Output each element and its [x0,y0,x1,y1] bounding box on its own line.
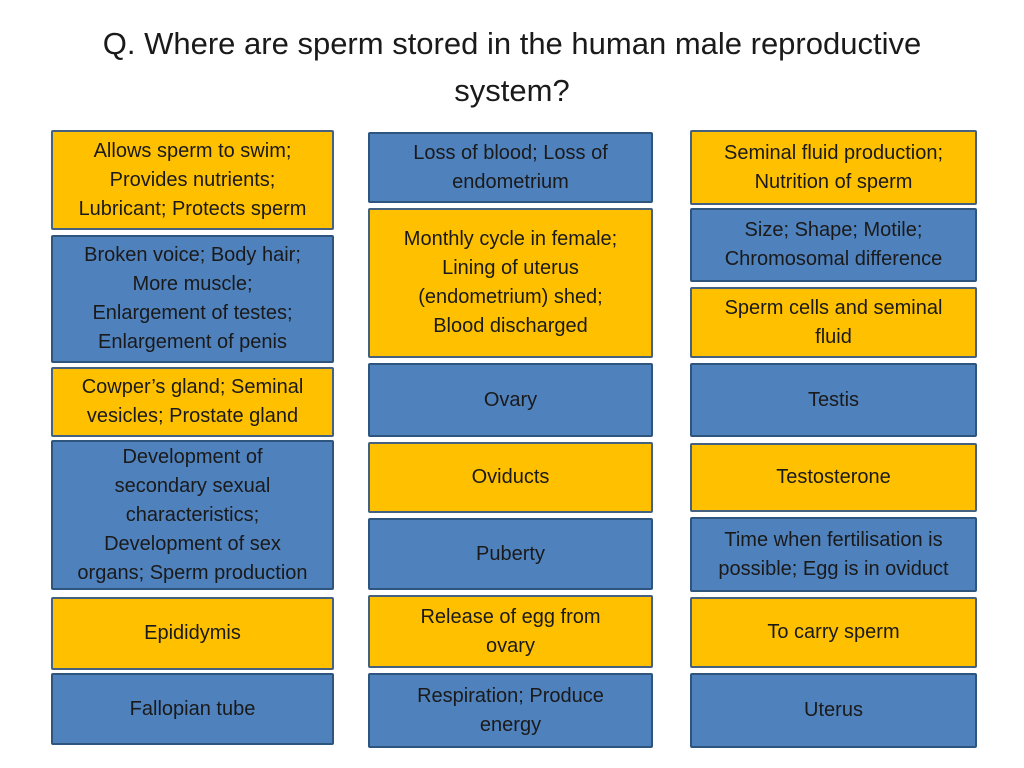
answer-box[interactable]: Oviducts [368,442,653,513]
answer-box[interactable]: Fallopian tube [51,673,334,745]
answer-box-text: Ovary [483,388,538,411]
answer-box[interactable]: Sperm cells and seminal fluid [690,287,977,358]
answer-box[interactable]: Testosterone [690,443,977,512]
answer-box[interactable]: Size; Shape; Motile; Chromosomal differe… [690,208,977,282]
answer-box-text: Testosterone [776,466,891,488]
answer-column: Allows sperm to swim; Provides nutrients… [51,130,334,745]
answer-box-text: Oviducts [471,466,550,488]
answer-box-text: Cowper’s gland; Seminal vesicles; Prosta… [81,376,304,427]
answer-box[interactable]: Testis [690,363,977,437]
answer-box-text: Testis [807,388,860,411]
answer-box-text: Allows sperm to swim; Provides nutrients… [78,139,307,220]
answer-box[interactable]: Cowper’s gland; Seminal vesicles; Prosta… [51,367,334,437]
answer-box[interactable]: Allows sperm to swim; Provides nutrients… [51,130,334,230]
answer-box[interactable]: To carry sperm [690,597,977,668]
answer-box[interactable]: Uterus [690,673,977,748]
answer-box[interactable]: Puberty [368,518,653,590]
answer-box-text: Seminal fluid production; Nutrition of s… [723,141,943,193]
answer-box[interactable]: Development of secondary sexual characte… [51,440,334,590]
answer-box[interactable]: Release of egg from ovary [368,595,653,668]
answer-box-text: Puberty [476,542,545,565]
answer-box-text: Broken voice; Body hair; More muscle; En… [84,244,301,353]
answer-box[interactable]: Seminal fluid production; Nutrition of s… [690,130,977,205]
answer-box-text: Development of secondary sexual characte… [77,445,308,584]
answer-box-text: Release of egg from ovary [420,605,601,657]
answer-box-text: Size; Shape; Motile; Chromosomal differe… [724,219,943,270]
answer-box[interactable]: Epididymis [51,597,334,670]
answer-box-text: Time when fertilisation is possible; Egg… [718,528,949,580]
answer-box[interactable]: Respiration; Produce energy [368,673,653,748]
answer-box[interactable]: Monthly cycle in female; Lining of uteru… [368,208,653,358]
answer-box-text: Uterus [804,699,863,721]
answer-box[interactable]: Broken voice; Body hair; More muscle; En… [51,235,334,363]
answer-box-text: Epididymis [144,622,241,644]
answer-box-text: Sperm cells and seminal fluid [724,296,943,348]
answer-box[interactable]: Time when fertilisation is possible; Egg… [690,517,977,592]
answer-box-text: Loss of blood; Loss of endometrium [413,141,608,193]
answer-box[interactable]: Ovary [368,363,653,437]
answer-box-text: To carry sperm [767,621,900,643]
answer-box-text: Fallopian tube [129,697,256,720]
answer-column: Seminal fluid production; Nutrition of s… [690,130,977,748]
answer-box-text: Respiration; Produce energy [417,684,604,736]
question-title: Q. Where are sperm stored in the human m… [102,26,922,108]
answer-box[interactable]: Loss of blood; Loss of endometrium [368,132,653,203]
answer-box-text: Monthly cycle in female; Lining of uteru… [403,228,618,337]
